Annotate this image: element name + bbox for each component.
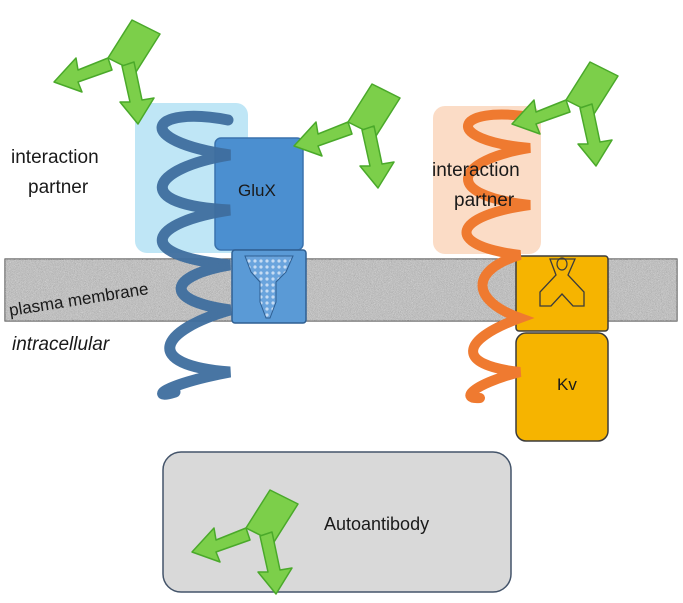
kv-intracellular-domain	[515, 332, 609, 442]
glux-label: GluX	[238, 181, 276, 200]
antibody-icon	[293, 83, 401, 189]
antibody-icon	[53, 19, 161, 125]
interaction-partner-right-label: interaction partner	[432, 160, 525, 211]
kv-label: Kv	[557, 375, 577, 394]
intracellular-label: intracellular	[12, 334, 110, 355]
helix-icon	[156, 110, 234, 400]
helix-icon	[461, 109, 535, 404]
legend-box	[162, 451, 512, 593]
interaction-partner-left-label: interaction partner	[11, 147, 104, 198]
kv-channel	[515, 255, 609, 442]
glux-receptor	[214, 137, 307, 324]
autoantibody-label: Autoantibody	[324, 514, 429, 534]
